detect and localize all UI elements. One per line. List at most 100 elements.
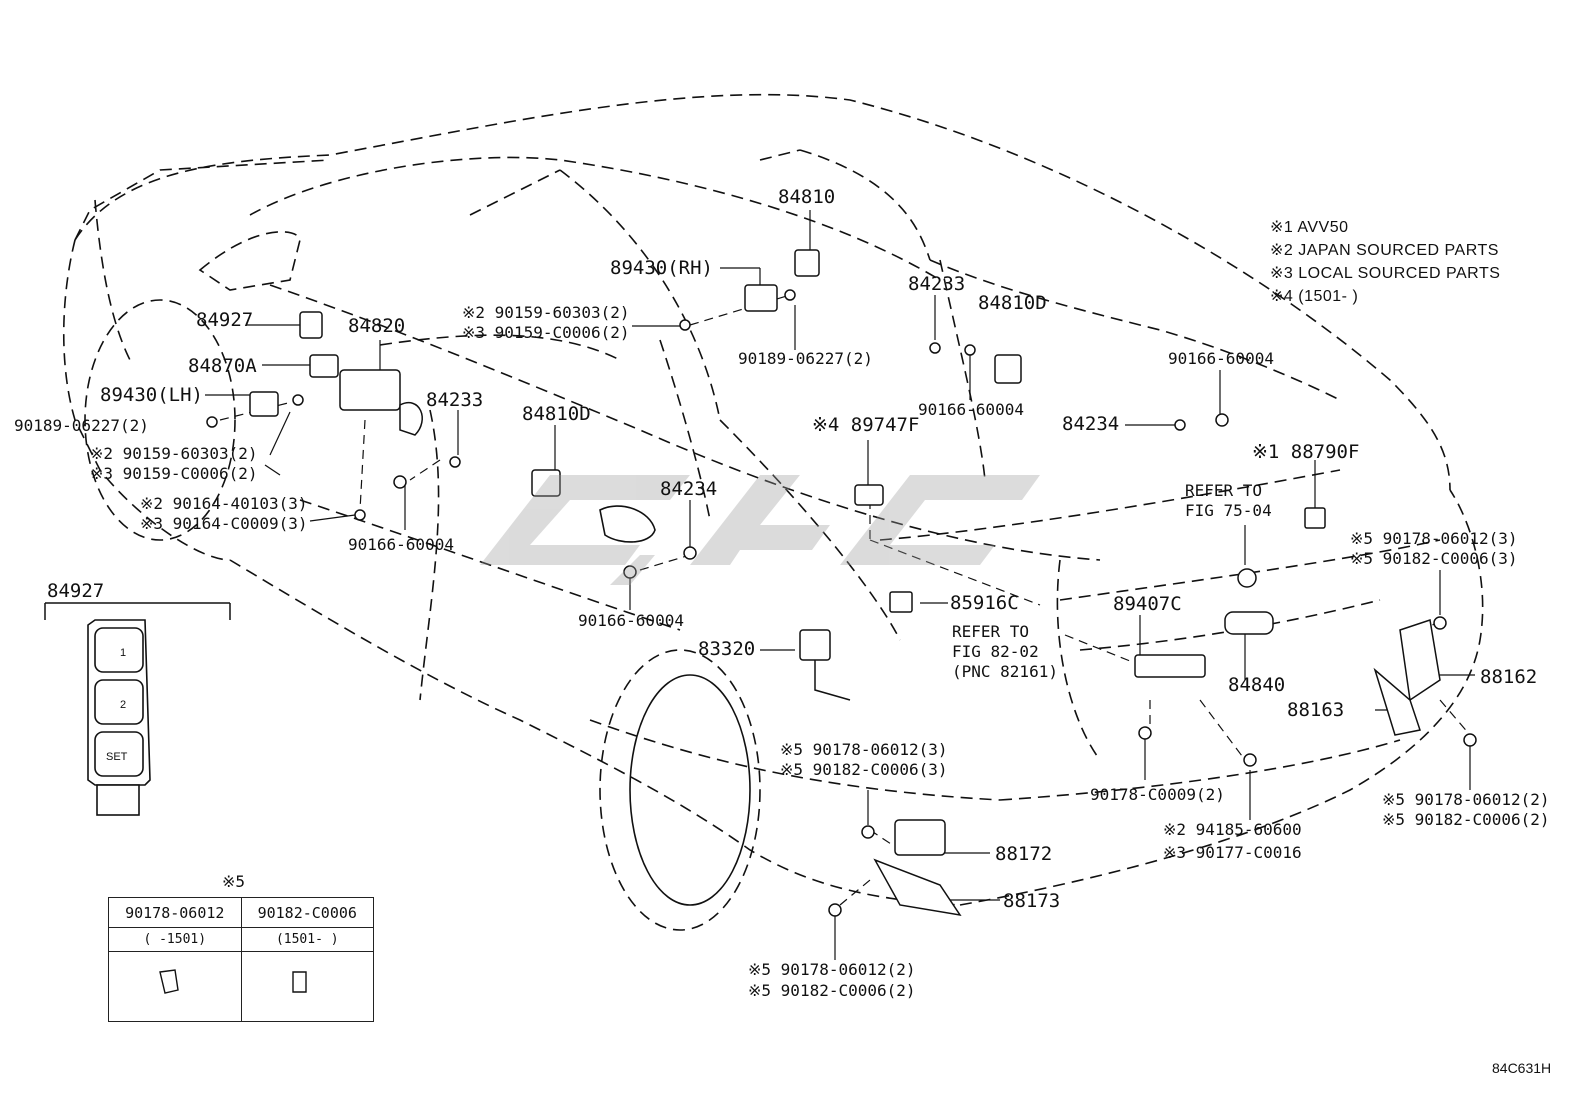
part-83320-harness [814, 660, 851, 701]
callout-90164-c0009[interactable]: ※3 90164-C0009(3) [140, 514, 308, 533]
nut-b [1463, 733, 1477, 747]
callout-90166-60004-a[interactable]: 90166-60004 [1168, 349, 1274, 368]
callout-90189-06227-left[interactable]: 90189-06227(2) [14, 416, 149, 435]
refer-text-1c: (PNC 82161) [952, 662, 1058, 681]
part-84820-bezel [399, 402, 423, 436]
callout-90182-c0006-b2[interactable]: ※5 90182-C0006(2) [748, 981, 916, 1000]
inset-84927-title: 84927 [47, 580, 105, 602]
callout-88162[interactable]: 88162 [1480, 666, 1538, 688]
bolt-f [679, 319, 691, 331]
callout-88163[interactable]: 88163 [1287, 699, 1345, 721]
part-84810d-right [994, 354, 1022, 384]
refer-text-2a: REFER TO [1185, 481, 1263, 500]
front-wheel [629, 674, 751, 906]
callout-90166-60004-c[interactable]: 90166-60004 [348, 535, 454, 554]
callout-90182-c0006-f3[interactable]: ※5 90182-C0006(3) [780, 760, 948, 779]
callout-90178-06012-r2[interactable]: ※5 90178-06012(2) [1382, 790, 1550, 809]
callout-84927[interactable]: 84927 [196, 309, 254, 331]
callout-89430rh[interactable]: 89430(RH) [610, 257, 713, 279]
callout-90164-40103[interactable]: ※2 90164-40103(3) [140, 494, 308, 513]
bolt-e [449, 456, 461, 468]
callout-84234-left[interactable]: 84234 [660, 478, 718, 500]
inset-btn-1: 1 [120, 647, 126, 659]
bolt-j [1174, 419, 1186, 431]
callout-88173[interactable]: 88173 [1003, 890, 1061, 912]
bolt-b [206, 416, 218, 428]
callout-89747f[interactable]: ※4 89747F [812, 414, 920, 436]
callout-90182-c0006-r3[interactable]: ※5 90182-C0006(3) [1350, 549, 1518, 568]
callout-90189-06227-right[interactable]: 90189-06227(2) [738, 349, 873, 368]
callout-90178-c0009[interactable]: 90178-C0009(2) [1090, 785, 1225, 804]
part-84870a-switch [309, 354, 339, 378]
callout-84233-left[interactable]: 84233 [426, 389, 484, 411]
callout-89430lh[interactable]: 89430(LH) [100, 384, 203, 406]
callout-90166-60004-b[interactable]: 90166-60004 [918, 400, 1024, 419]
bolt-c [354, 509, 366, 521]
part-83320-sensor [799, 629, 831, 661]
part-89407c-sensor [1134, 654, 1206, 678]
note-2: ※2 JAPAN SOURCED PARTS [1270, 242, 1499, 259]
table-col2-range: (1501- ) [240, 927, 374, 952]
inset-btn-2: 2 [120, 699, 126, 711]
part-84927-switch [299, 311, 323, 339]
callout-90159-60303-a[interactable]: ※2 90159-60303(2) [462, 303, 630, 322]
note-4: ※4 (1501- ) [1270, 288, 1359, 305]
callout-84233-right[interactable]: 84233 [908, 273, 966, 295]
callout-88172[interactable]: 88172 [995, 843, 1053, 865]
callout-94185-60600[interactable]: ※2 94185-60600 [1163, 820, 1302, 839]
note-5-table: 90178-06012 90182-C0006 ( -1501) (1501- … [108, 897, 374, 1022]
callout-90159-60303-b[interactable]: ※2 90159-60303(2) [90, 444, 258, 463]
part-88172-radar [894, 819, 946, 856]
nut-a [1433, 616, 1447, 630]
wheel-arches [84, 299, 761, 931]
part-89430lh-sensor [249, 391, 279, 417]
callout-90166-60004-d[interactable]: 90166-60004 [578, 611, 684, 630]
part-84810d-left [531, 469, 561, 497]
callout-90178-06012-r3[interactable]: ※5 90178-06012(3) [1350, 529, 1518, 548]
nut-e [861, 825, 875, 839]
callout-90182-c0006-r2[interactable]: ※5 90182-C0006(2) [1382, 810, 1550, 829]
callout-90178-06012-f3[interactable]: ※5 90178-06012(3) [780, 740, 948, 759]
callout-84810d-left[interactable]: 84810D [522, 403, 591, 425]
diagram-code: 84C631H [1492, 1060, 1552, 1076]
inset-84927-frame [44, 602, 231, 620]
callout-90177-c0016[interactable]: ※3 90177-C0016 [1163, 843, 1302, 862]
refer-text-2b[interactable]: FIG 75-04 [1185, 501, 1272, 520]
callout-90159-c0006-b[interactable]: ※3 90159-C0006(2) [90, 464, 258, 483]
nut-d [1138, 726, 1152, 740]
part-89747f-receiver [854, 484, 884, 506]
callout-84870a[interactable]: 84870A [188, 355, 257, 377]
callout-84820[interactable]: 84820 [348, 315, 406, 337]
bolt-a [292, 394, 304, 406]
callout-84840[interactable]: 84840 [1228, 674, 1286, 696]
refer-text-1b[interactable]: FIG 82-02 [952, 642, 1039, 661]
table-col2-image [240, 951, 374, 1022]
bolt-m [623, 565, 637, 579]
callout-88790f[interactable]: ※1 88790F [1252, 441, 1360, 463]
part-84810-switch [794, 249, 820, 277]
part-88790f-unit [1304, 507, 1326, 529]
bolt-h [929, 342, 941, 354]
callout-84234-right[interactable]: 84234 [1062, 413, 1120, 435]
inset-84927-switch [87, 619, 151, 816]
watermark-logo [480, 475, 1040, 585]
part-84840-lamp [1224, 611, 1274, 635]
callout-84810[interactable]: 84810 [778, 186, 836, 208]
callout-90178-06012-b2[interactable]: ※5 90178-06012(2) [748, 960, 916, 979]
table-col1-part[interactable]: 90178-06012 [108, 897, 242, 928]
table-note-5-title: ※5 [222, 872, 246, 891]
callout-84810d-right[interactable]: 84810D [978, 292, 1047, 314]
callout-90159-c0006-a[interactable]: ※3 90159-C0006(2) [462, 323, 630, 342]
part-84840-grommet [1237, 568, 1257, 588]
bolt-k [1215, 413, 1229, 427]
callout-89407c[interactable]: 89407C [1113, 593, 1182, 615]
bolt-g [784, 289, 796, 301]
callout-83320[interactable]: 83320 [698, 638, 756, 660]
inset-btn-set: SET [106, 751, 128, 763]
part-88173-bracket [873, 858, 962, 917]
callout-85916c[interactable]: 85916C [950, 592, 1019, 614]
bolt-l [683, 546, 697, 560]
note-3: ※3 LOCAL SOURCED PARTS [1270, 265, 1501, 282]
table-col2-part[interactable]: 90182-C0006 [240, 897, 374, 928]
